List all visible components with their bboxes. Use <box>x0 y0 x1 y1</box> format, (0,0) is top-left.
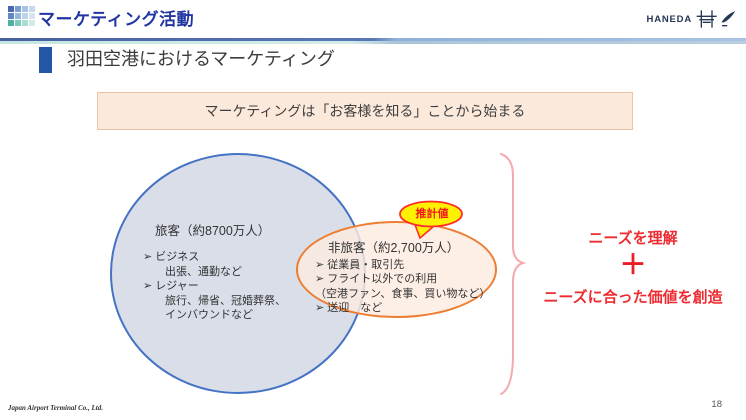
estimate-badge-label: 推計値 <box>415 208 449 220</box>
non-passenger-ellipse <box>296 221 497 318</box>
conclusion-line1: ニーズを理解 <box>588 230 678 247</box>
footer-company: Japan Airport Terminal Co., Ltd. <box>8 404 103 412</box>
header-divider <box>0 38 746 44</box>
speech-bubble-icon <box>399 200 463 240</box>
page-number: 18 <box>711 399 722 410</box>
haneda-logo: HANEDA <box>647 9 736 29</box>
passenger-group: 旅客（約8700万人） ➢ ビジネス 出張、通勤など ➢ レジャー 旅行、帰省、… <box>143 220 286 323</box>
non-passenger-details: ➢ 従業員・取引先 ➢ フライト以外での利用 （空港ファン、食事、買い物など） … <box>315 259 491 314</box>
grid-icon <box>8 6 37 28</box>
subtitle-accent-bar <box>39 47 52 73</box>
airplane-icon <box>721 11 736 23</box>
runway-tower-and-airplane-icon <box>696 10 736 28</box>
non-passenger-title: 非旅客（約2,700万人） <box>328 241 460 255</box>
page-title: マーケティング活動 <box>38 10 195 29</box>
curly-brace <box>500 153 527 395</box>
passenger-details: ➢ ビジネス 出張、通勤など ➢ レジャー 旅行、帰省、冠婚葬祭、 インバウンド… <box>143 251 286 322</box>
non-passenger-group: 非旅客（約2,700万人） ➢ 従業員・取引先 ➢ フライト以外での利用 （空港… <box>315 237 490 315</box>
key-message-banner: マーケティングは「お客様を知る」ことから始まる <box>97 92 633 130</box>
key-message-text: マーケティングは「お客様を知る」ことから始まる <box>204 103 526 119</box>
conclusion-block: ニーズを理解 ＋ ニーズに合った価値を創造 <box>520 227 746 307</box>
haneda-logo-text: HANEDA <box>646 13 692 25</box>
conclusion-line2: ニーズに合った価値を創造 <box>543 289 723 306</box>
plus-sign: ＋ <box>619 250 647 280</box>
estimate-badge: 推計値 <box>398 200 468 242</box>
passenger-title: 旅客（約8700万人） <box>155 224 271 238</box>
slide-subtitle: 羽田空港におけるマーケティング <box>67 49 335 69</box>
